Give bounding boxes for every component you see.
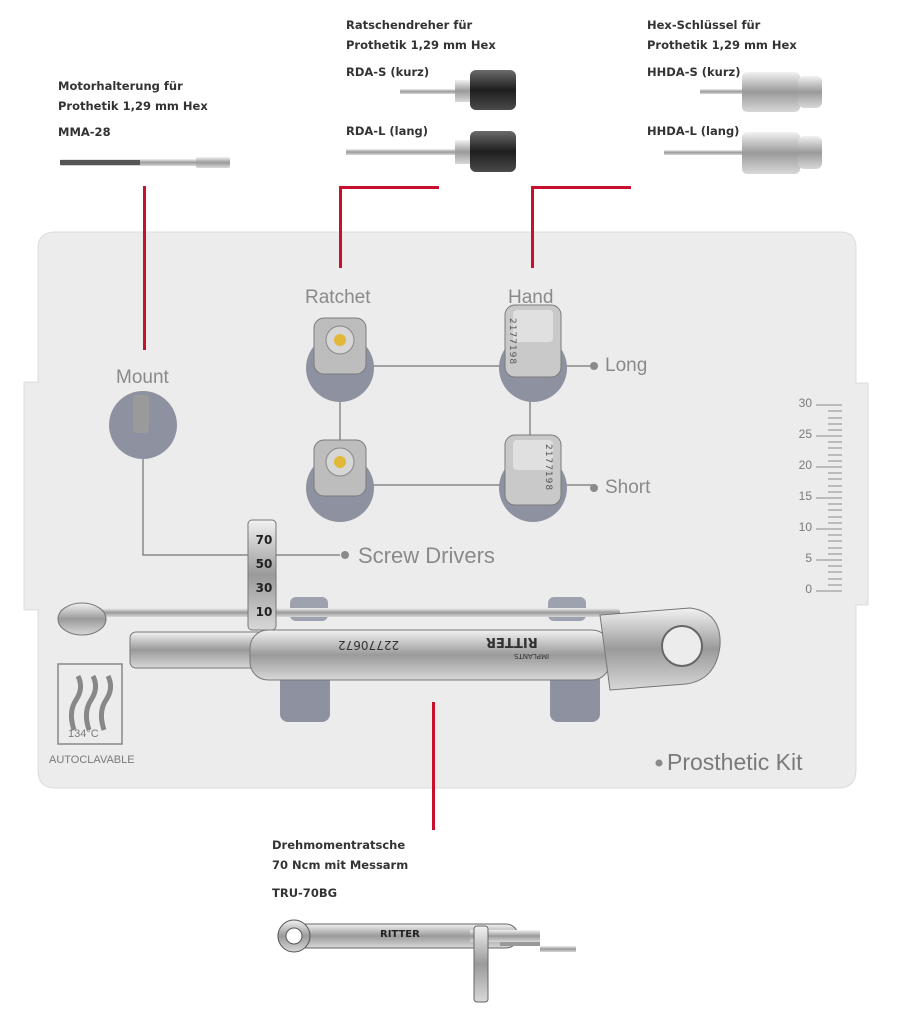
torque-scale-10: 10 <box>255 605 273 619</box>
ratchet-driver-short-tool <box>400 70 516 110</box>
ratchet-driver-long-tool <box>346 131 516 172</box>
torque-caption: Drehmomentratsche 70 Ncm mit Messarm TRU… <box>272 835 408 903</box>
ratchet-short-holder <box>306 439 374 522</box>
torque-scale-70: 70 <box>255 533 273 547</box>
ratchet-driver-title-line2: Prothetik 1,29 mm Hex <box>346 38 496 52</box>
autoclavable-label: AUTOCLAVABLE <box>49 754 135 766</box>
kit-name-label: Prosthetic Kit <box>667 749 803 775</box>
hand-callout-line-v <box>531 186 534 268</box>
ruler-labels: 30 25 20 15 10 5 0 <box>786 396 812 613</box>
clip-bottom-right <box>550 668 600 722</box>
hex-key-long-code: HHDA-L (lang) <box>647 124 740 138</box>
torque-scale: 70 50 30 10 <box>253 528 275 624</box>
ruler-label-25: 25 <box>798 427 812 441</box>
temperature-label: 134°C <box>68 728 99 740</box>
mount-label: Mount <box>116 367 169 388</box>
long-label: Long <box>605 355 648 376</box>
motor-mount-caption: Motorhalterung für Prothetik 1,29 mm Hex… <box>58 76 208 142</box>
screw-drivers-label: Screw Drivers <box>358 543 495 568</box>
ratchet-driver-short-code: RDA-S (kurz) <box>346 65 430 79</box>
ruler-label-30: 30 <box>798 396 812 410</box>
torque-wrench-in-tray <box>57 519 721 691</box>
ratchet-driver-title-line1: Ratschendreher für <box>346 18 473 32</box>
torque-wrench-standalone <box>277 919 576 1003</box>
hex-key-short-tool <box>700 72 822 112</box>
torque-title-line2: 70 Ncm mit Messarm <box>272 858 409 872</box>
ruler-label-10: 10 <box>798 520 812 534</box>
hex-key-title-line2: Prothetik 1,29 mm Hex <box>647 38 797 52</box>
motor-callout-line <box>143 186 146 350</box>
torque-callout-line <box>432 702 435 830</box>
ratchet-callout-line-v <box>339 186 342 268</box>
ratchet-long-holder <box>306 317 374 402</box>
ratchet-driver-caption: Ratschendreher für Prothetik 1,29 mm Hex <box>346 15 496 55</box>
motor-mount-title-line1: Motorhalterung für <box>58 79 183 93</box>
wrench-serial: 22770672 <box>338 638 400 652</box>
short-label: Short <box>605 477 651 498</box>
hex-key-long-tool <box>664 132 822 174</box>
torque-title-line1: Drehmomentratsche <box>272 838 406 852</box>
ratchet-callout-line-h <box>339 186 439 189</box>
motor-mount-code: MMA-28 <box>58 125 111 139</box>
ruler-label-5: 5 <box>805 551 812 565</box>
ratchet-label: Ratchet <box>305 287 371 308</box>
torque-scale-30: 30 <box>255 581 273 595</box>
top-tools-illustration <box>60 70 822 174</box>
hand-callout-line-h <box>531 186 631 189</box>
tray-body <box>23 231 869 789</box>
ruler-label-15: 15 <box>798 489 812 503</box>
hex-key-caption: Hex-Schlüssel für Prothetik 1,29 mm Hex <box>647 15 797 55</box>
hex-key-short-code: HHDA-S (kurz) <box>647 65 741 79</box>
hand-short-holder <box>499 434 567 522</box>
clip-bottom-left <box>280 668 330 722</box>
ruler-label-0: 0 <box>805 582 812 596</box>
wrench-brand: RITTER <box>486 634 538 649</box>
autoclave-symbol <box>57 663 123 745</box>
ruler-ticks <box>816 404 842 592</box>
hex-key-title-line1: Hex-Schlüssel für <box>647 18 761 32</box>
hex-key-long-serial: 2177198 <box>507 318 517 366</box>
motor-mount-tool <box>60 157 230 168</box>
torque-scale-50: 50 <box>255 557 273 571</box>
ratchet-driver-long-code: RDA-L (lang) <box>346 124 429 138</box>
hex-key-short-serial: 2177198 <box>543 444 553 492</box>
ruler-label-20: 20 <box>798 458 812 472</box>
standalone-wrench-brand: RITTER <box>380 929 420 940</box>
hand-long-holder <box>499 304 567 402</box>
motor-mount-title-line2: Prothetik 1,29 mm Hex <box>58 99 208 113</box>
wrench-brand-sub: IMPLANTS <box>514 652 550 660</box>
torque-code: TRU-70BG <box>272 886 338 900</box>
mount-holder <box>109 391 177 459</box>
hand-label: Hand <box>508 287 554 308</box>
